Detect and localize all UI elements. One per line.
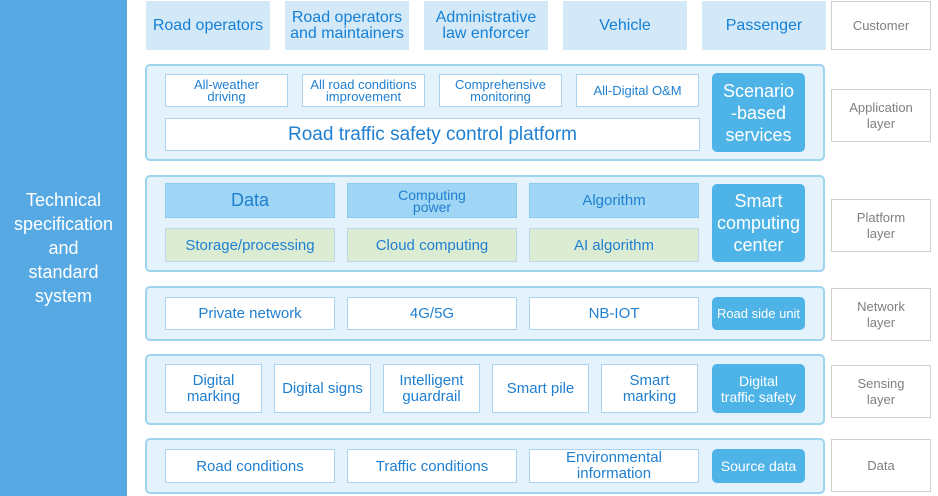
environmental-information-box: Environmental information xyxy=(529,449,699,483)
left-bar-line: and xyxy=(48,238,79,258)
smart-pile-box: Smart pile xyxy=(492,364,589,413)
label-application-layer: Application layer xyxy=(831,89,931,142)
label-network-layer: Network layer xyxy=(831,288,931,341)
customer-road-operators: Road operators xyxy=(146,1,270,50)
label-data: Data xyxy=(831,439,931,492)
label-platform-layer: Platform layer xyxy=(831,199,931,252)
storage-processing-box: Storage/processing xyxy=(165,228,335,262)
customer-passenger: Passenger xyxy=(702,1,826,50)
data-box: Data xyxy=(165,183,335,218)
road-traffic-safety-platform: Road traffic safety control platform xyxy=(165,118,700,151)
smart-marking-box: Smart marking xyxy=(601,364,698,413)
algorithm-box: Algorithm xyxy=(529,183,699,218)
road-side-unit: Road side unit xyxy=(712,297,805,330)
scenario-based-services: Scenario -based services xyxy=(712,73,805,152)
ai-algorithm-box: AI algorithm xyxy=(529,228,699,262)
customer-law-enforcer: Administrative law enforcer xyxy=(424,1,548,50)
road-conditions-improvement: All road conditions improvement xyxy=(302,74,425,107)
digital-marking-box: Digital marking xyxy=(165,364,262,413)
label-customer: Customer xyxy=(831,1,931,50)
traffic-conditions-box: Traffic conditions xyxy=(347,449,517,483)
left-bar-line: system xyxy=(34,286,92,306)
road-conditions-box: Road conditions xyxy=(165,449,335,483)
left-bar-line: standard xyxy=(28,262,99,282)
left-bar-line: Technical xyxy=(25,190,102,210)
label-sensing-layer: Sensing layer xyxy=(831,365,931,418)
nb-iot-box: NB-IOT xyxy=(529,297,699,330)
digital-traffic-safety: Digital traffic safety xyxy=(712,364,805,413)
customer-road-operators-maintainers: Road operators and maintainers xyxy=(285,1,409,50)
computing-power-box: Computing power xyxy=(347,183,517,218)
all-digital-om: All-Digital O&M xyxy=(576,74,699,107)
smart-computing-center: Smart computing center xyxy=(712,184,805,262)
technical-specification-bar: Technical specification and standard sys… xyxy=(0,0,127,496)
cloud-computing-box: Cloud computing xyxy=(347,228,517,262)
private-network-box: Private network xyxy=(165,297,335,330)
customer-vehicle: Vehicle xyxy=(563,1,687,50)
all-weather-driving: All-weather driving xyxy=(165,74,288,107)
source-data: Source data xyxy=(712,449,805,483)
digital-signs-box: Digital signs xyxy=(274,364,371,413)
left-bar-line: specification xyxy=(13,214,114,234)
comprehensive-monitoring: Comprehensive monitoring xyxy=(439,74,562,107)
intelligent-guardrail-box: Intelligent guardrail xyxy=(383,364,480,413)
4g-5g-box: 4G/5G xyxy=(347,297,517,330)
